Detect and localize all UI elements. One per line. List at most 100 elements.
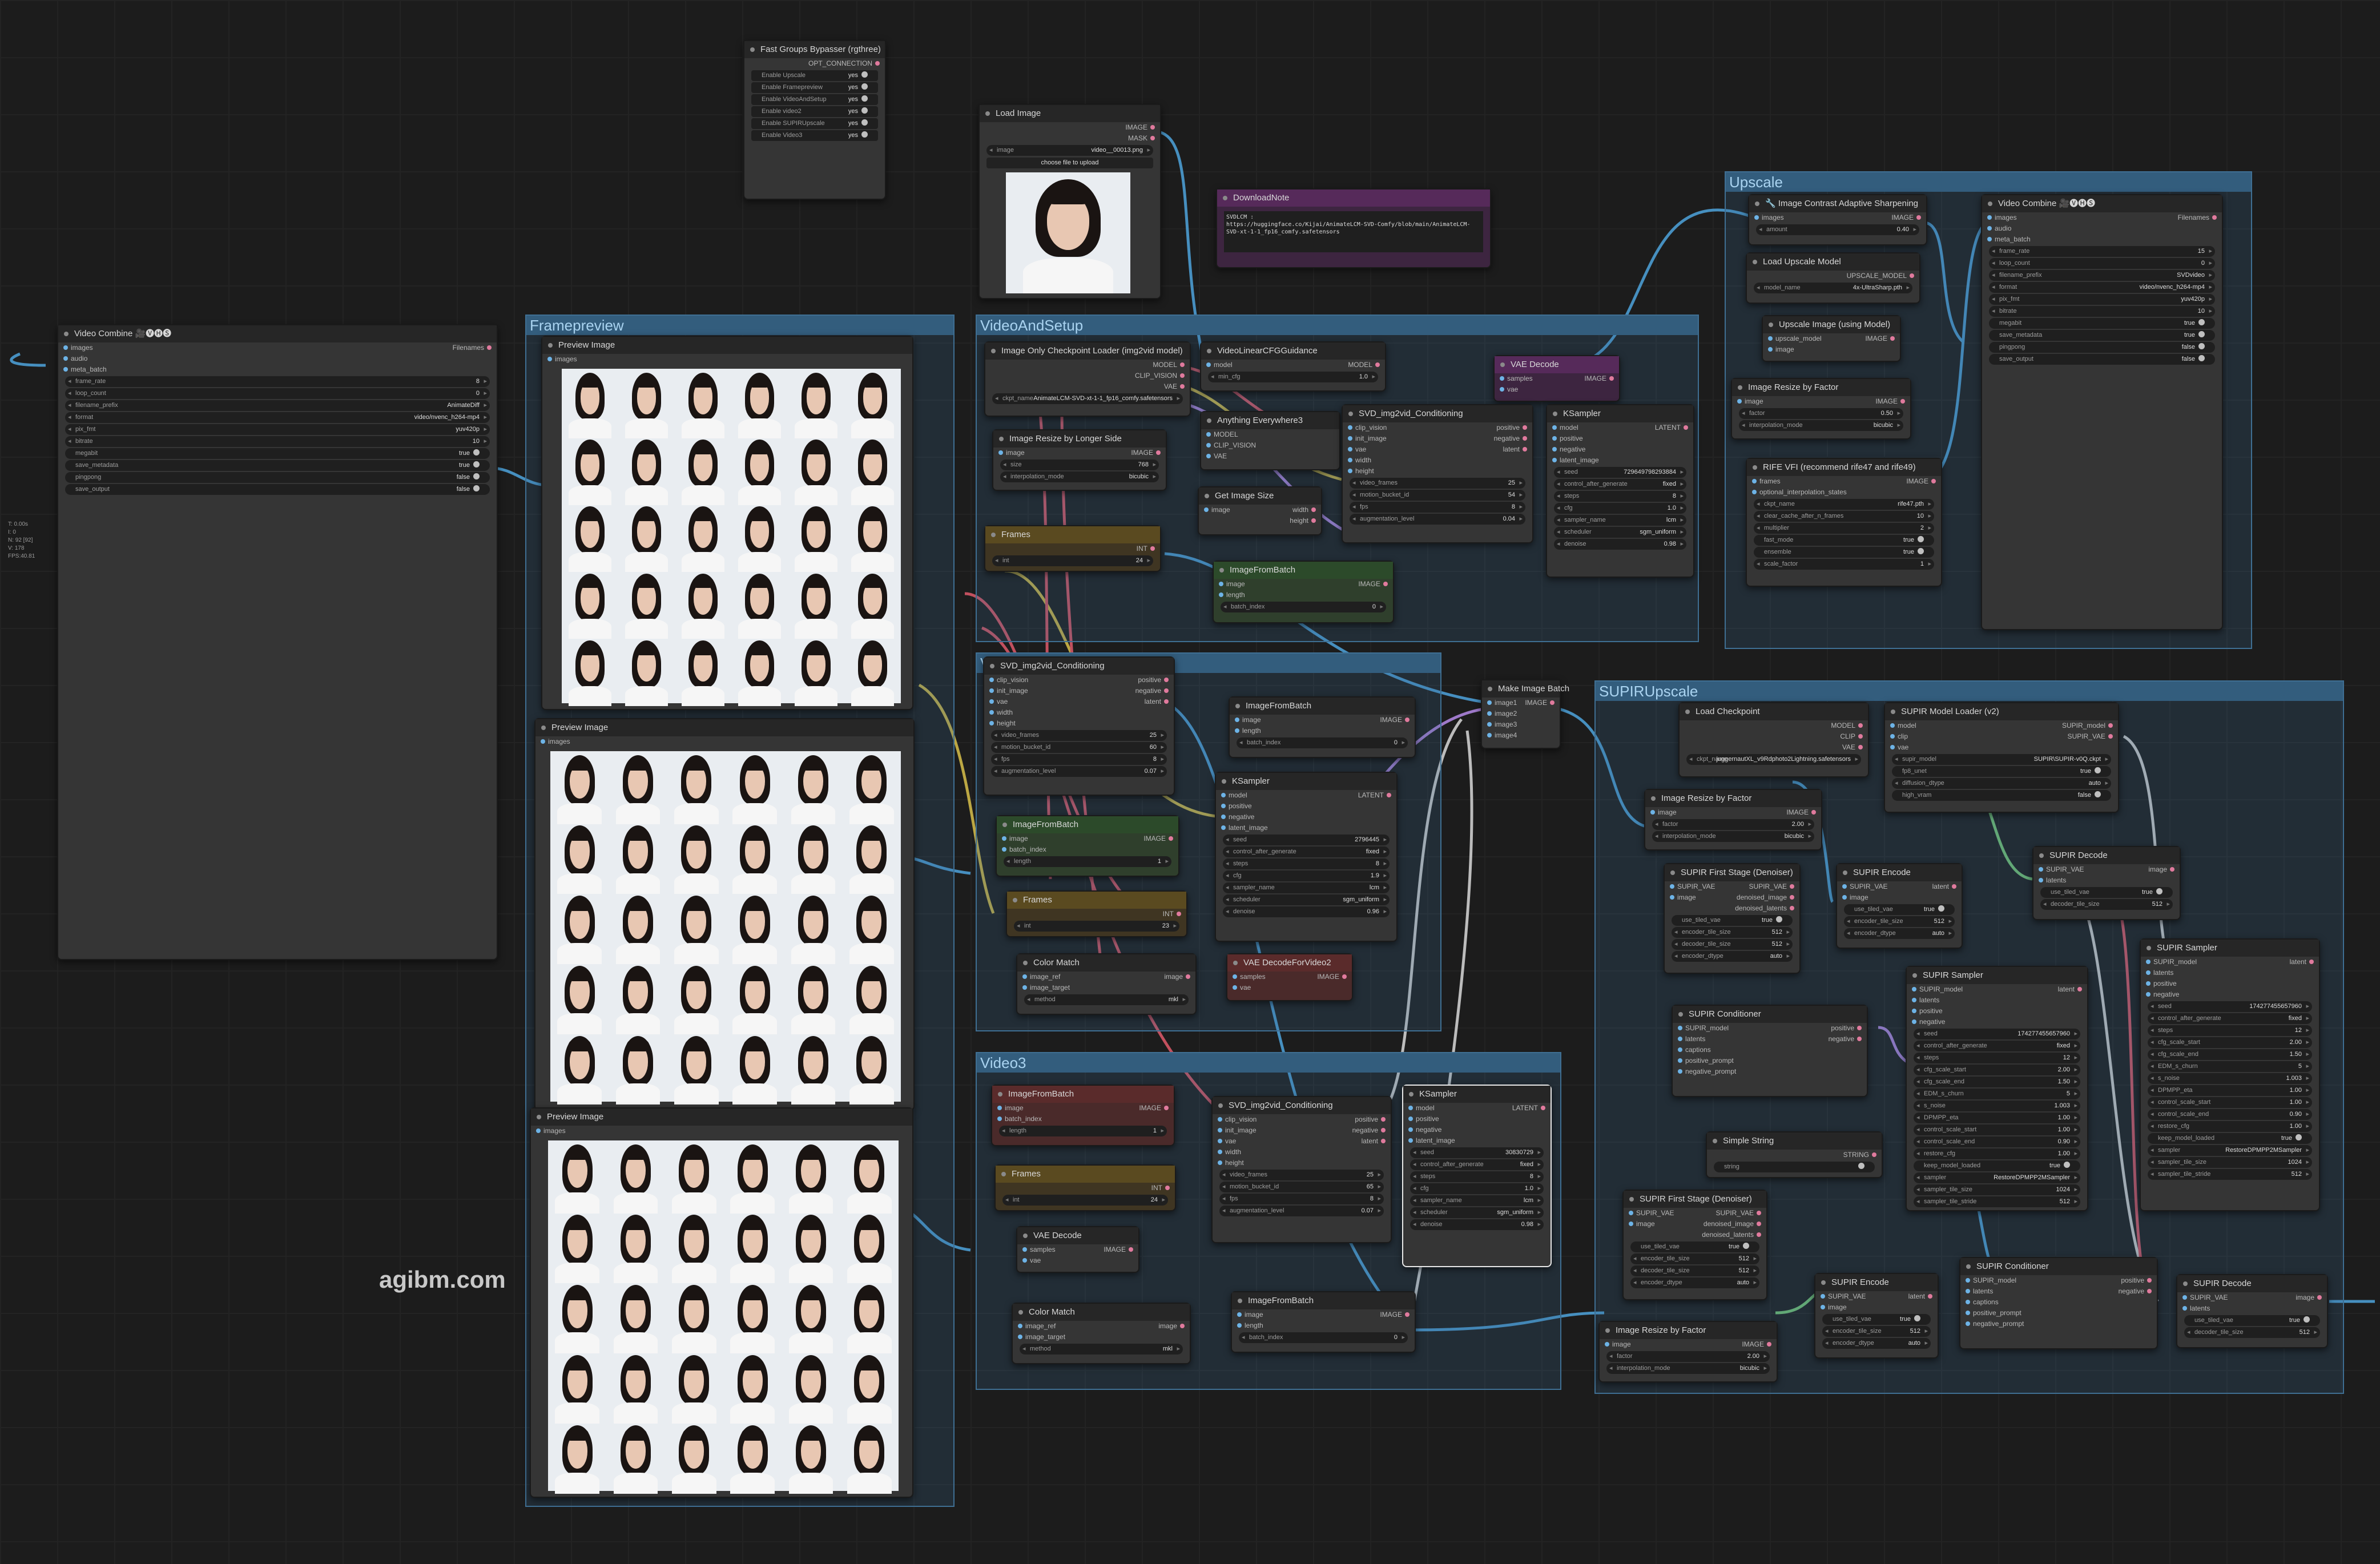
output-image[interactable]: IMAGE bbox=[1380, 1309, 1410, 1320]
node-load-upscale-model[interactable]: Load Upscale Model UPSCALE_MODEL model_n… bbox=[1746, 252, 1920, 304]
output-int[interactable]: INT bbox=[1163, 909, 1182, 920]
input-meta-batch[interactable]: meta_batch bbox=[1987, 234, 2031, 245]
output-latent[interactable]: latent bbox=[2290, 957, 2314, 968]
input-supir-model[interactable]: SUPIR_model bbox=[2145, 957, 2197, 968]
node-preview-image-2[interactable]: Preview Image images bbox=[534, 718, 915, 1111]
input-positive[interactable]: positive bbox=[1912, 1006, 1943, 1017]
output-image[interactable]: IMAGE bbox=[1317, 972, 1347, 982]
input-positive[interactable]: positive bbox=[1552, 433, 1583, 444]
input-supir-vae[interactable]: SUPIR_VAE bbox=[1820, 1291, 1866, 1302]
output-positive[interactable]: positive bbox=[1831, 1023, 1862, 1034]
node-anything-everywhere[interactable]: Anything Everywhere3 MODEL CLIP_VISION V… bbox=[1200, 411, 1340, 470]
output-image[interactable]: IMAGE bbox=[1380, 715, 1410, 725]
input-length[interactable]: length bbox=[1219, 590, 1245, 600]
output-latent[interactable]: latent bbox=[1932, 881, 1957, 892]
node-load-checkpoint[interactable]: Load Checkpoint MODEL CLIP VAE ckpt_name… bbox=[1678, 702, 1869, 777]
input-samples[interactable]: samples bbox=[1233, 972, 1266, 982]
output-image[interactable]: IMAGE bbox=[1358, 579, 1388, 590]
output-image[interactable]: IMAGE bbox=[1104, 1244, 1133, 1255]
input-supir-model[interactable]: SUPIR_model bbox=[1965, 1275, 2016, 1286]
node-title[interactable]: KSampler bbox=[1216, 773, 1396, 790]
input-images[interactable]: images bbox=[547, 354, 577, 365]
node-preview-image-3[interactable]: Preview Image images bbox=[530, 1107, 913, 1498]
input-supir-vae[interactable]: SUPIR_VAE bbox=[1669, 881, 1715, 892]
input-supir-vae[interactable]: SUPIR_VAE bbox=[2038, 864, 2084, 875]
output-supir-model[interactable]: SUPIR_model bbox=[2062, 720, 2113, 731]
input-upscale-model[interactable]: upscale_model bbox=[1768, 333, 1822, 344]
input-supir-model[interactable]: SUPIR_model bbox=[1911, 984, 1963, 995]
output-image[interactable]: IMAGE bbox=[1891, 212, 1921, 223]
output-denoised-latents[interactable]: denoised_latents bbox=[1735, 903, 1794, 914]
node-title[interactable]: SUPIR Encode bbox=[1837, 864, 1962, 881]
output-negative[interactable]: negative bbox=[1494, 433, 1528, 444]
input-vae[interactable]: vae bbox=[1217, 1136, 1236, 1147]
input-captions[interactable]: captions bbox=[1966, 1297, 1999, 1308]
node-title[interactable]: ImageFromBatch bbox=[992, 1086, 1174, 1103]
input-latent-image[interactable]: latent_image bbox=[1552, 455, 1599, 466]
output-latent[interactable]: latent bbox=[1362, 1136, 1386, 1147]
input-positive[interactable]: positive bbox=[1408, 1114, 1439, 1124]
input-negative-prompt[interactable]: negative_prompt bbox=[1677, 1066, 1736, 1077]
node-title[interactable]: SUPIR Decode bbox=[2177, 1275, 2327, 1292]
output-mask[interactable]: MASK bbox=[1128, 133, 1155, 144]
input-vae[interactable]: vae bbox=[1890, 742, 1908, 753]
input-vae[interactable]: vae bbox=[989, 696, 1008, 707]
input-vae[interactable]: vae bbox=[1347, 444, 1366, 455]
input-model[interactable]: model bbox=[1221, 790, 1247, 801]
output-supir-vae[interactable]: SUPIR_VAE bbox=[2068, 731, 2113, 742]
input-supir-vae[interactable]: SUPIR_VAE bbox=[2182, 1292, 2228, 1303]
input-image4[interactable]: image4 bbox=[1487, 730, 1517, 741]
input-image[interactable]: image bbox=[1204, 505, 1230, 515]
node-title[interactable]: SUPIR Model Loader (v2) bbox=[1885, 703, 2118, 720]
output-image[interactable]: image bbox=[1158, 1321, 1185, 1332]
input-image[interactable]: image bbox=[1219, 579, 1245, 590]
input-images[interactable]: images bbox=[541, 736, 570, 747]
node-title[interactable]: Color Match bbox=[1013, 1304, 1190, 1321]
node-title[interactable]: ImageFromBatch bbox=[1214, 562, 1393, 579]
node-title[interactable]: 🔧 Image Contrast Adaptive Sharpening bbox=[1749, 195, 1926, 212]
node-title[interactable]: SUPIR Sampler bbox=[2141, 940, 2319, 957]
node-checkpoint-loader[interactable]: Image Only Checkpoint Loader (img2vid mo… bbox=[984, 341, 1191, 417]
output-denoised-latents[interactable]: denoised_latents bbox=[1702, 1230, 1761, 1240]
input-images[interactable]: images bbox=[63, 342, 93, 353]
